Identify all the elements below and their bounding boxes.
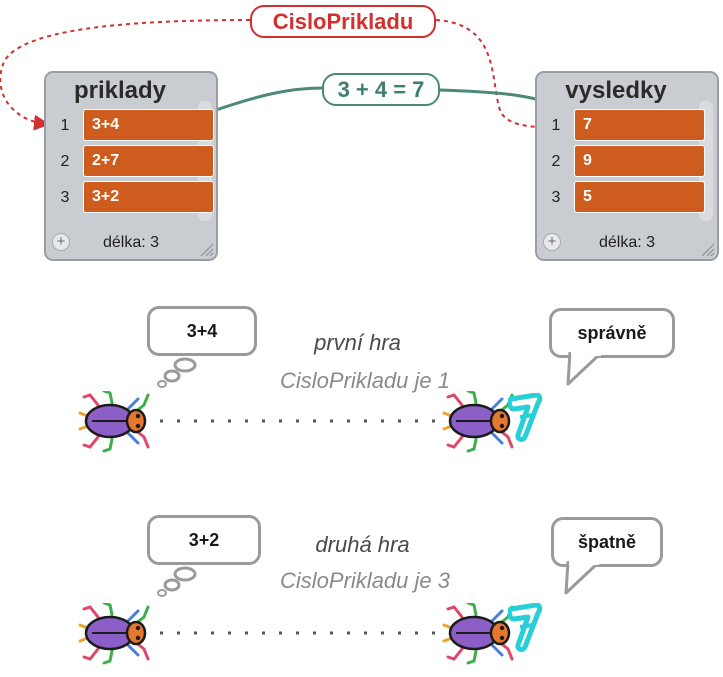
row-index: 2	[551, 153, 561, 170]
variable-link-left	[0, 19, 251, 131]
resize-grip-icon[interactable]	[699, 241, 715, 257]
thought-dots-2	[157, 566, 197, 597]
variable-cisloprikladu: CisloPrikladu	[250, 5, 436, 38]
plus-icon[interactable]: +	[52, 233, 70, 251]
row-index: 3	[60, 189, 70, 206]
game-subtitle-2: CisloPrikladu je 3	[280, 568, 450, 593]
transfer-text: 3 + 4 = 7	[337, 77, 425, 102]
row-index: 2	[60, 153, 70, 170]
list-length: délka: 3	[102, 234, 160, 251]
resize-grip-icon[interactable]	[198, 241, 214, 257]
row-index: 3	[551, 189, 561, 206]
beetle-sprite[interactable]	[442, 391, 514, 453]
list-row: 2 9	[541, 145, 709, 179]
thought-text: 3+2	[188, 530, 220, 550]
speech-bubble-1: správně	[549, 308, 675, 358]
list-item[interactable]: 2+7	[83, 145, 214, 177]
plus-icon[interactable]: +	[543, 233, 561, 251]
list-row: 3 5	[541, 181, 709, 215]
list-item[interactable]: 3+2	[83, 181, 214, 213]
beetle-sprite[interactable]	[78, 391, 150, 453]
variable-link-right	[435, 19, 558, 136]
digit-seven-costume	[508, 603, 548, 655]
list-row: 1 3+4	[50, 109, 218, 143]
thought-text: 3+4	[186, 321, 218, 341]
beetle-sprite[interactable]	[78, 603, 150, 665]
list-title: vysledky	[565, 77, 667, 104]
transfer-label: 3 + 4 = 7	[322, 73, 440, 106]
list-item[interactable]: 7	[574, 109, 705, 141]
row-index: 1	[60, 117, 70, 134]
list-title: priklady	[73, 77, 167, 104]
answer-text: správně	[577, 323, 647, 343]
game-title-1: první hra	[314, 330, 401, 355]
row-index: 1	[551, 117, 561, 134]
digit-seven-costume	[508, 393, 548, 445]
variable-label: CisloPrikladu	[272, 9, 414, 34]
speech-tail-1	[566, 352, 602, 386]
thought-dots-1	[157, 357, 197, 388]
list-row: 3 3+2	[50, 181, 218, 215]
beetle-sprite[interactable]	[442, 603, 514, 665]
list-item[interactable]: 3+4	[83, 109, 214, 141]
list-row: 2 2+7	[50, 145, 218, 179]
speech-tail-2	[564, 561, 600, 595]
list-item[interactable]: 9	[574, 145, 705, 177]
list-row: 1 7	[541, 109, 709, 143]
game-subtitle-1: CisloPrikladu je 1	[280, 368, 450, 393]
list-monitor-priklady[interactable]: priklady 1 3+4 2 2+7 3 3+2 + délka: 3	[44, 71, 218, 261]
thought-bubble-1: 3+4	[147, 306, 257, 356]
list-length: délka: 3	[598, 234, 656, 251]
thought-bubble-2: 3+2	[147, 515, 261, 565]
game-title-2: druhá hra	[315, 532, 410, 557]
speech-bubble-2: špatně	[551, 517, 663, 567]
list-monitor-vysledky[interactable]: vysledky 1 7 2 9 3 5 + délka: 3	[535, 71, 719, 261]
answer-text: špatně	[577, 532, 637, 552]
list-item[interactable]: 5	[574, 181, 705, 213]
